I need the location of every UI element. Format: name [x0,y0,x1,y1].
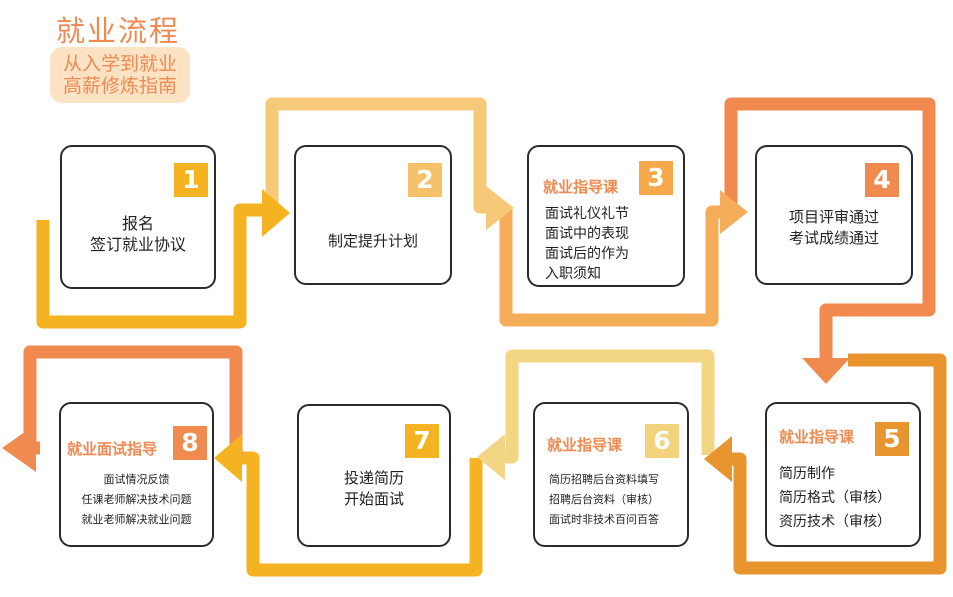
subtitle-line: 高薪修炼指南 [62,75,177,97]
subtitle-badge: 从入学到就业 高薪修炼指南 [50,47,190,103]
step-line: 签订就业协议 [89,235,186,254]
step-description: 面试礼仪礼节 面试中的表现 面试后的作为 入职须知 [545,204,629,284]
step-card-3: 就业指导课 3 面试礼仪礼节 面试中的表现 面试后的作为 入职须知 [527,145,685,287]
step-card-1: 1 报名 签订就业协议 [60,145,216,289]
step-tag: 就业面试指导 [67,440,158,458]
step-line: 制定提升计划 [327,232,418,250]
arrow-to-step-6 [704,436,732,482]
step-number-badge: 5 [875,422,909,456]
step-line: 简历制作 [779,466,835,482]
step-line: 开始面试 [343,490,404,508]
step-card-6: 就业指导课 6 简历招聘后台资料填写 招聘后台资料（审核） 面试时非技术百问百答 [533,402,689,547]
step-line: 招聘后台资料（审核） [549,493,659,506]
step-description: 面试情况反馈 任课老师解决技术问题 就业老师解决就业问题 [61,470,212,530]
step-line: 投递简历 [343,469,404,487]
step-card-7: 7 投递简历 开始面试 [297,404,451,547]
connector-5-6 [732,353,947,575]
step-number-badge: 8 [173,426,207,460]
step-line: 简历格式（审核） [779,490,891,506]
arrow-to-step-8 [214,434,242,482]
step-number-badge: 1 [174,163,208,197]
step-line: 面试情况反馈 [103,473,170,486]
step-card-5: 就业指导课 5 简历制作 简历格式（审核） 资历技术（审核） [765,402,921,547]
step-line: 资历技术（审核） [779,514,891,530]
page-title: 就业流程 [56,14,181,48]
step-tag: 就业指导课 [779,428,855,446]
step-tag: 就业指导课 [543,178,619,196]
step-description: 简历制作 简历格式（审核） 资历技术（审核） [779,462,891,534]
step-line: 项目评审通过 [788,208,879,226]
step-description: 简历招聘后台资料填写 招聘后台资料（审核） 面试时非技术百问百答 [549,470,659,530]
step-line: 就业老师解决就业问题 [81,513,192,526]
step-line: 面试后的作为 [545,246,629,262]
connector-3-4 [499,205,720,327]
step-tag: 就业指导课 [547,436,623,454]
connector-1-2 [36,203,262,329]
step-line: 任课老师解决技术问题 [81,493,192,506]
arrow-end [2,424,36,472]
step-card-4: 4 项目评审通过 考试成绩通过 [755,145,913,285]
arrow-to-step-7 [477,434,505,480]
connector-6-7 [505,349,715,464]
arrow-to-step-3 [486,186,514,230]
subtitle-line: 从入学到就业 [62,53,177,75]
step-description: 制定提升计划 [296,231,450,251]
step-number-badge: 3 [639,161,673,195]
step-number-badge: 6 [645,424,679,458]
step-line: 入职须知 [545,266,601,282]
step-number-badge: 7 [405,424,439,458]
connector-7-8 [242,451,483,577]
step-card-2: 2 制定提升计划 [294,145,452,285]
step-number-badge: 2 [408,163,442,197]
connector-2-3 [265,97,487,214]
step-line: 简历招聘后台资料填写 [549,473,659,486]
step-line: 面试时非技术百问百答 [549,513,659,526]
step-description: 投递简历 开始面试 [299,468,449,510]
step-card-8: 就业面试指导 8 面试情况反馈 任课老师解决技术问题 就业老师解决就业问题 [59,402,214,547]
step-line: 报名 [121,214,154,233]
arrow-to-step-2 [262,189,290,237]
step-line: 面试礼仪礼节 [545,206,629,222]
step-line: 面试中的表现 [545,226,629,242]
step-description: 项目评审通过 考试成绩通过 [757,207,911,249]
connector-4-5 [724,97,936,358]
step-description: 报名 签订就业协议 [62,213,214,255]
arrow-to-step-4 [720,190,748,234]
arrow-to-step-5 [802,358,850,384]
step-number-badge: 4 [865,163,899,197]
step-line: 考试成绩通过 [788,229,879,247]
